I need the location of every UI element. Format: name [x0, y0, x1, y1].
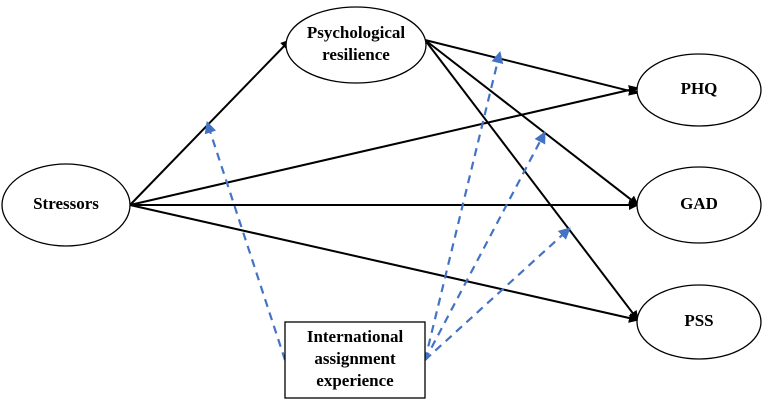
moderation-path-b2: [424, 131, 546, 361]
node-gad: GAD: [636, 166, 762, 244]
node-pss: PSS: [636, 284, 762, 360]
path-stressors-to-pss: [129, 204, 639, 323]
stressors-label: Stressors: [33, 194, 99, 213]
node-phq: PHQ: [636, 53, 762, 127]
moderation-path-b3: [424, 227, 571, 361]
node-international-assignment-experience: International assignment experience: [284, 321, 426, 399]
path-resilience-to-gad: [424, 39, 639, 206]
moderator-label-line2: assignment: [314, 349, 396, 368]
path-resilience-to-pss: [424, 39, 639, 321]
resilience-label-line2: resilience: [322, 45, 390, 64]
moderation-path-a: [204, 121, 287, 361]
causal-paths: [129, 39, 639, 323]
resilience-label-line1: Psychological: [307, 23, 405, 42]
moderator-label-line1: International: [307, 327, 404, 346]
pss-label: PSS: [684, 311, 713, 330]
path-resilience-to-phq: [424, 39, 639, 96]
phq-label: PHQ: [681, 79, 718, 98]
path-stressors-to-resilience: [129, 39, 291, 206]
node-stressors: Stressors: [1, 163, 131, 247]
moderation-path-b1: [423, 51, 504, 361]
gad-label: GAD: [680, 194, 718, 213]
path-stressors-to-phq: [129, 85, 639, 206]
moderation-paths: [204, 51, 571, 361]
moderator-label-line3: experience: [316, 371, 394, 390]
node-psychological-resilience: Psychological resilience: [285, 6, 427, 84]
